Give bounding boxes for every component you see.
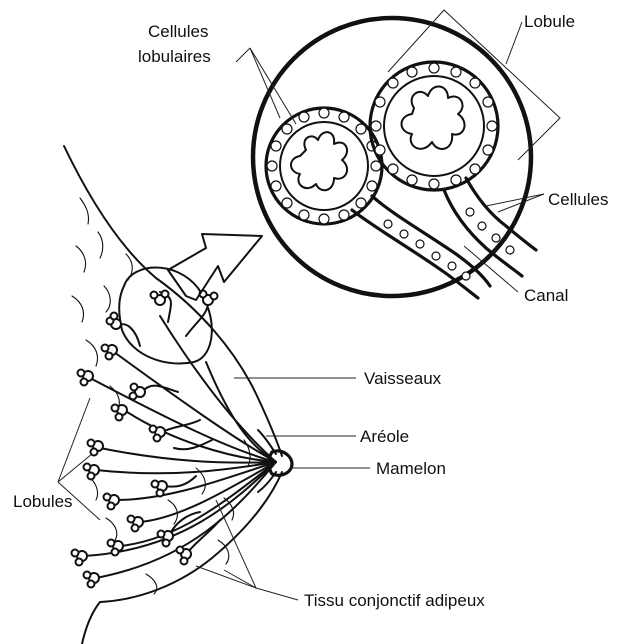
duct-tree — [84, 292, 276, 578]
magnification-arrow — [168, 234, 262, 300]
lobule-ring-right — [370, 62, 498, 190]
label-vaisseaux: Vaisseaux — [364, 369, 442, 388]
label-cellules: Cellules — [548, 190, 608, 209]
label-tissu-conjonctif-adipeux: Tissu conjonctif adipeux — [304, 591, 485, 610]
label-lobule: Lobule — [524, 12, 575, 31]
label-canal: Canal — [524, 286, 568, 305]
label-lobules: Lobules — [13, 492, 73, 511]
lobule-highlight — [119, 268, 212, 364]
label-mamelon: Mamelon — [376, 459, 446, 478]
magnified-ducts — [352, 178, 536, 298]
lobule-ring-left — [266, 108, 382, 224]
label-areole: Aréole — [360, 427, 409, 446]
label-cellules-lobulaires-line1: Cellules — [148, 22, 208, 41]
label-cellules-lobulaires-line2: lobulaires — [138, 47, 211, 66]
breast-outline — [64, 146, 292, 644]
